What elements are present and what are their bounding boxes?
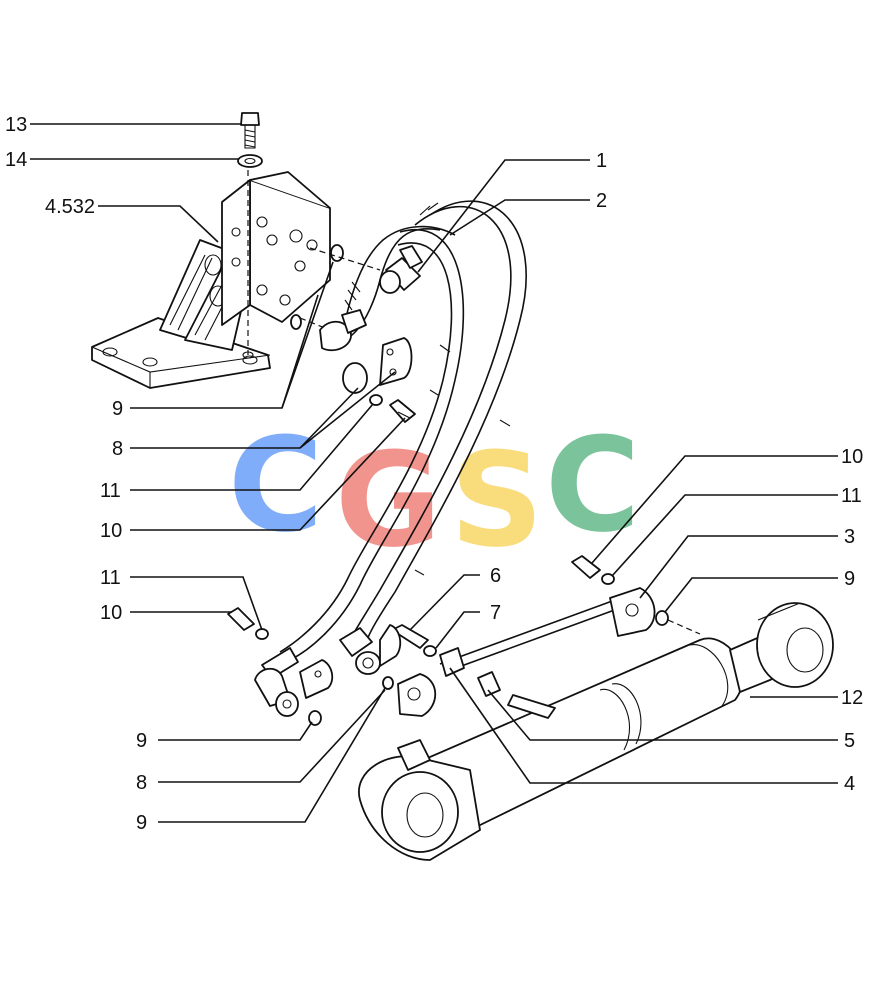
watermark-letter-c2: C: [545, 409, 640, 561]
callout-5: 5: [844, 730, 855, 752]
callout-11-right: 11: [841, 485, 862, 507]
callout-9-upper: 9: [112, 398, 123, 420]
callout-9-lower: 9: [136, 812, 147, 834]
o-ring-9-left-icon: [308, 710, 322, 726]
watermark-letter-c1: C: [228, 409, 323, 561]
hydraulic-cylinder: [358, 602, 834, 861]
bolt-13-icon: [240, 112, 260, 149]
callout-11-left: 11: [100, 567, 121, 589]
callout-3: 3: [844, 526, 855, 548]
hose-2: [339, 200, 527, 675]
callout-8-upper: 8: [112, 438, 123, 460]
rigid-tube-4: [439, 599, 621, 677]
clamp-5-icon: [477, 671, 501, 697]
flange-8-left-icon: [299, 659, 334, 699]
o-ring-9-right-icon: [655, 610, 669, 626]
screw-6-icon: [391, 624, 429, 649]
flange-block-3-icon: [609, 587, 656, 637]
upper-o-rings: [290, 244, 381, 330]
screw-10-right-icon: [571, 555, 601, 579]
callout-12: 12: [841, 687, 863, 709]
screw-10-left-icon: [227, 607, 255, 631]
upper-washer-11-icon: [369, 394, 383, 406]
callout-11-upper: 11: [100, 480, 121, 502]
cgsc-watermark: C G S C: [228, 409, 640, 576]
callout-9-left: 9: [136, 730, 147, 752]
callout-14: 14: [5, 149, 27, 171]
upper-screw-10-icon: [389, 399, 416, 423]
callout-4532: 4.532: [45, 196, 95, 218]
callout-6: 6: [490, 565, 501, 587]
leader-lines: [30, 123, 838, 823]
mounting-bracket: [91, 170, 331, 389]
o-ring-9-middle-icon: [382, 676, 394, 690]
upper-flange-8-icon: [342, 337, 413, 394]
washer-11-right-icon: [601, 573, 615, 585]
callout-7: 7: [490, 602, 501, 624]
callout-2: 2: [596, 190, 607, 212]
washer-7-icon: [423, 645, 437, 657]
callout-13: 13: [5, 114, 27, 136]
callout-labels: 13 14 4.532 9 8 11 10 11 10 9 8 9 1 2 6 …: [5, 114, 863, 834]
callout-10-upper: 10: [100, 520, 122, 542]
callout-9-right: 9: [844, 568, 855, 590]
callout-4: 4: [844, 773, 855, 795]
watermark-letter-s: S: [450, 424, 544, 576]
washer-14-icon: [237, 154, 263, 168]
watermark-letter-g: G: [335, 424, 442, 576]
callout-1: 1: [596, 150, 607, 172]
callout-8-lower: 8: [136, 772, 147, 794]
hose-1: [279, 225, 465, 661]
flange-lower-icon: [397, 673, 437, 717]
lower-middle-fittings: [379, 624, 437, 717]
left-lower-fittings: [227, 607, 334, 726]
callout-10-left: 10: [100, 602, 122, 624]
washer-11-left-icon: [255, 628, 269, 640]
right-fittings: [571, 555, 701, 635]
callout-10-right: 10: [841, 446, 863, 468]
